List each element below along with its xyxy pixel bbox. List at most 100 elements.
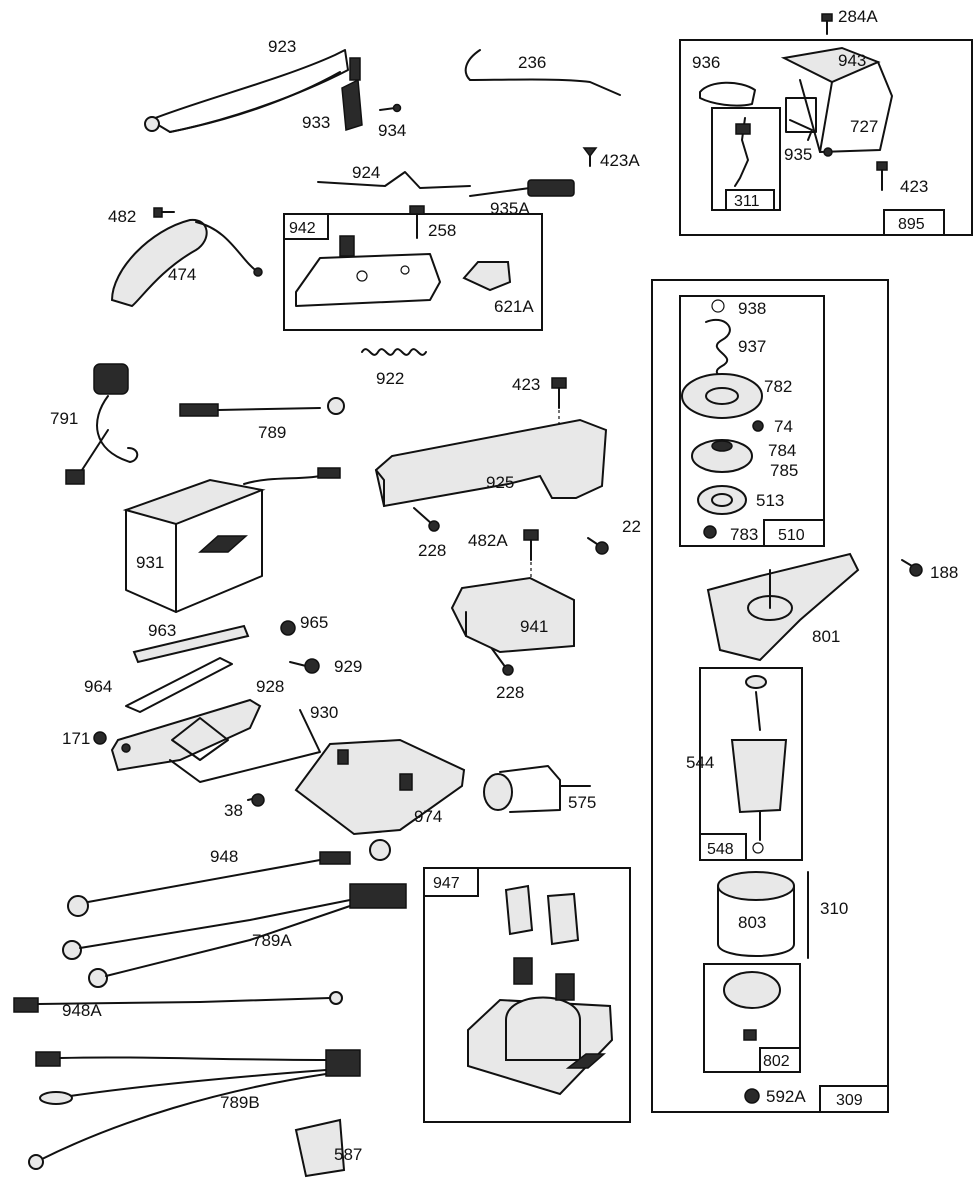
label-789B: 789B <box>220 1093 260 1112</box>
label-922: 922 <box>376 369 404 388</box>
frame-802 <box>703 963 801 1073</box>
frame-947 <box>423 867 631 1123</box>
part-963-strip <box>132 624 250 664</box>
part-513-pinion <box>697 485 747 515</box>
part-933-clip <box>341 57 363 131</box>
part-928-930-tray <box>110 698 321 783</box>
label-621A: 621A <box>494 297 534 316</box>
part-423A-screw <box>582 147 598 167</box>
part-621A-clip <box>462 261 512 292</box>
label-782: 782 <box>764 377 792 396</box>
label-592A: 592A <box>766 1087 806 1106</box>
label-923: 923 <box>268 37 296 56</box>
label-310: 310 <box>820 899 848 918</box>
label-258: 258 <box>428 221 456 240</box>
label-474: 474 <box>168 265 196 284</box>
part-544-armature <box>730 675 788 854</box>
label-934: 934 <box>378 121 406 140</box>
label-943: 943 <box>838 51 866 70</box>
label-931: 931 <box>136 553 164 572</box>
part-938-ring <box>711 299 725 313</box>
part-943-727-housing <box>780 46 893 157</box>
label-482A: 482A <box>468 531 508 550</box>
label-171: 171 <box>62 729 90 748</box>
part-22-bolt <box>587 537 609 555</box>
label-895: 895 <box>898 216 925 233</box>
part-941-cover <box>450 576 575 654</box>
label-965: 965 <box>300 613 328 632</box>
part-929-bolt <box>289 658 320 674</box>
label-510: 510 <box>778 527 805 544</box>
part-942-bracket <box>295 235 441 307</box>
part-931-battery <box>122 467 341 613</box>
label-727: 727 <box>850 117 878 136</box>
label-544: 544 <box>686 753 714 772</box>
frame-947-tag <box>423 867 479 897</box>
part-474-rocker <box>110 218 263 308</box>
label-947: 947 <box>433 875 460 892</box>
label-38: 38 <box>224 801 243 820</box>
part-38-bolt <box>247 793 265 807</box>
label-548: 548 <box>707 841 734 858</box>
part-974-plate <box>294 738 466 836</box>
label-423A: 423A <box>600 151 640 170</box>
part-936-plate <box>699 81 756 107</box>
label-974: 974 <box>414 807 442 826</box>
part-922-spring <box>361 348 427 356</box>
part-228-screw-a <box>413 507 440 532</box>
label-74: 74 <box>774 417 793 436</box>
part-935-switch <box>789 119 813 141</box>
label-423-top: 423 <box>900 177 928 196</box>
part-802-brushplate <box>723 971 781 1041</box>
part-783-collar <box>703 525 717 539</box>
part-74-screw <box>752 420 764 432</box>
part-592A-nut <box>744 1088 760 1104</box>
label-937: 937 <box>738 337 766 356</box>
label-936: 936 <box>692 53 720 72</box>
frame-309-tag <box>819 1085 889 1113</box>
frame-548-tag <box>699 833 747 861</box>
label-925: 925 <box>486 473 514 492</box>
frame-895-tag <box>883 209 945 236</box>
part-188-bolt <box>901 559 923 577</box>
label-928: 928 <box>256 677 284 696</box>
label-309: 309 <box>836 1092 863 1109</box>
label-789A: 789A <box>252 931 292 950</box>
part-284A-screw <box>821 13 833 35</box>
label-803: 803 <box>738 913 766 932</box>
label-964: 964 <box>84 677 112 696</box>
part-423-bolt-top <box>876 161 888 191</box>
frame-309 <box>651 279 889 1113</box>
label-284A: 284A <box>838 7 878 26</box>
label-783: 783 <box>730 525 758 544</box>
part-236-link <box>464 49 621 96</box>
label-924: 924 <box>352 163 380 182</box>
part-925-cover <box>374 418 608 508</box>
label-938: 938 <box>738 299 766 318</box>
frame-510-tag <box>763 519 825 547</box>
label-963: 963 <box>148 621 176 640</box>
part-789A-harness <box>62 883 407 988</box>
label-575: 575 <box>568 793 596 812</box>
part-482A-bolt <box>523 529 539 582</box>
part-789B-harness <box>28 1049 361 1170</box>
label-236: 236 <box>518 53 546 72</box>
frame-510 <box>679 295 825 547</box>
label-513: 513 <box>756 491 784 510</box>
label-784: 784 <box>768 441 796 460</box>
part-482-screw <box>153 207 175 218</box>
part-965-nut <box>280 620 296 636</box>
label-785: 785 <box>770 461 798 480</box>
label-948A: 948A <box>62 1001 102 1020</box>
part-964-straps <box>125 657 233 713</box>
label-311: 311 <box>734 193 760 210</box>
part-228-screw-b <box>489 645 514 676</box>
label-941: 941 <box>520 617 548 636</box>
label-228-a: 228 <box>418 541 446 560</box>
label-933: 933 <box>302 113 330 132</box>
part-803-housing <box>717 871 795 957</box>
part-423-bolt-mid <box>551 377 567 430</box>
part-258-bolt <box>409 205 425 239</box>
label-228-b: 228 <box>496 683 524 702</box>
